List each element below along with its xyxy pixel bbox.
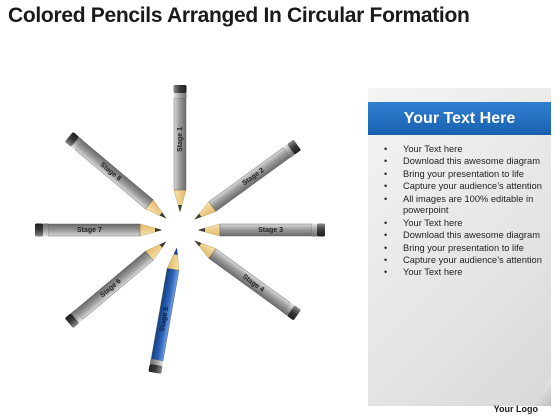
- list-item: •Capture your audience’s attention: [384, 181, 542, 192]
- pencil-ferrule: [70, 136, 84, 151]
- bullet-icon: •: [384, 156, 388, 167]
- panel-header: Your Text Here: [368, 102, 551, 135]
- pencil-2: Stage 2: [193, 140, 301, 220]
- bullet-list: •Your Text here •Download this awesome d…: [382, 144, 547, 280]
- pencil-8: Stage 8: [65, 132, 167, 219]
- pencil-1: Stage 1: [173, 85, 187, 213]
- list-item: •Your Text here: [384, 144, 463, 154]
- pencil-cap: [317, 223, 325, 237]
- pencil-ferrule: [312, 223, 317, 237]
- bullet-icon: •: [384, 254, 388, 265]
- bullet-icon: •: [384, 230, 388, 241]
- bullet-icon: •: [384, 181, 388, 192]
- stage-label-7: Stage 7: [77, 227, 102, 234]
- pencil-cap: [65, 313, 79, 328]
- pencil-lead: [159, 241, 167, 248]
- pencil-wood-tip: [166, 246, 180, 271]
- pencil-3: Stage 3: [197, 223, 325, 237]
- pencil-lead: [198, 228, 205, 232]
- pencil-cap: [65, 132, 79, 147]
- text-panel: Your Text Here •Your Text here •Download…: [368, 88, 553, 410]
- list-item: •Capture your audience’s attention: [384, 254, 542, 265]
- pencil-cap: [35, 223, 43, 237]
- logo-text: Your Logo: [493, 404, 538, 414]
- pencil-ferrule: [173, 93, 187, 98]
- list-item: •All images are 100% editable in powerpo…: [384, 193, 534, 216]
- stage-label-1: Stage 1: [177, 127, 184, 152]
- pencil-ferrule: [149, 358, 164, 367]
- bullet-icon: •: [384, 267, 388, 278]
- pencil-ferrule: [70, 309, 84, 324]
- bullet-icon: •: [384, 242, 388, 253]
- bullet-icon: •: [384, 217, 388, 228]
- list-item: •Bring your presentation to life: [384, 242, 524, 253]
- pencil-cap: [287, 140, 301, 155]
- pencil-6: Stage 6: [65, 241, 167, 328]
- list-item: •Bring your presentation to life: [384, 168, 524, 179]
- pencil-7: Stage 7: [35, 223, 163, 237]
- bullet-icon: •: [384, 193, 388, 204]
- pencil-ferrule: [282, 302, 295, 316]
- pencil-ferrule: [43, 223, 48, 237]
- bullet-icon: •: [384, 168, 388, 179]
- pencil-4: Stage 4: [193, 240, 301, 320]
- list-item: •Your Text here: [384, 267, 463, 278]
- stage-label-3: Stage 3: [258, 227, 283, 234]
- pencil-lead: [173, 247, 178, 255]
- pencil-lead: [194, 213, 202, 220]
- pencil-cap: [148, 364, 163, 374]
- panel-paper: [368, 88, 551, 406]
- pencil-lead: [178, 205, 182, 212]
- pencil-5: Stage 5: [148, 246, 180, 374]
- bullet-icon: •: [384, 144, 388, 154]
- pencil-cap: [287, 305, 301, 320]
- pencil-cap: [173, 85, 187, 93]
- pencil-lead: [159, 212, 167, 219]
- stage-label-5: Stage 5: [159, 306, 170, 332]
- pencil-ferrule: [282, 144, 295, 158]
- list-item: •Your Text here: [384, 217, 463, 228]
- pencil-lead: [155, 228, 162, 232]
- page-title: Colored Pencils Arranged In Circular For…: [8, 4, 470, 27]
- list-item: •Download this awesome diagram: [384, 230, 540, 241]
- list-item: •Download this awesome diagram: [384, 156, 540, 167]
- pencil-lead: [194, 240, 202, 247]
